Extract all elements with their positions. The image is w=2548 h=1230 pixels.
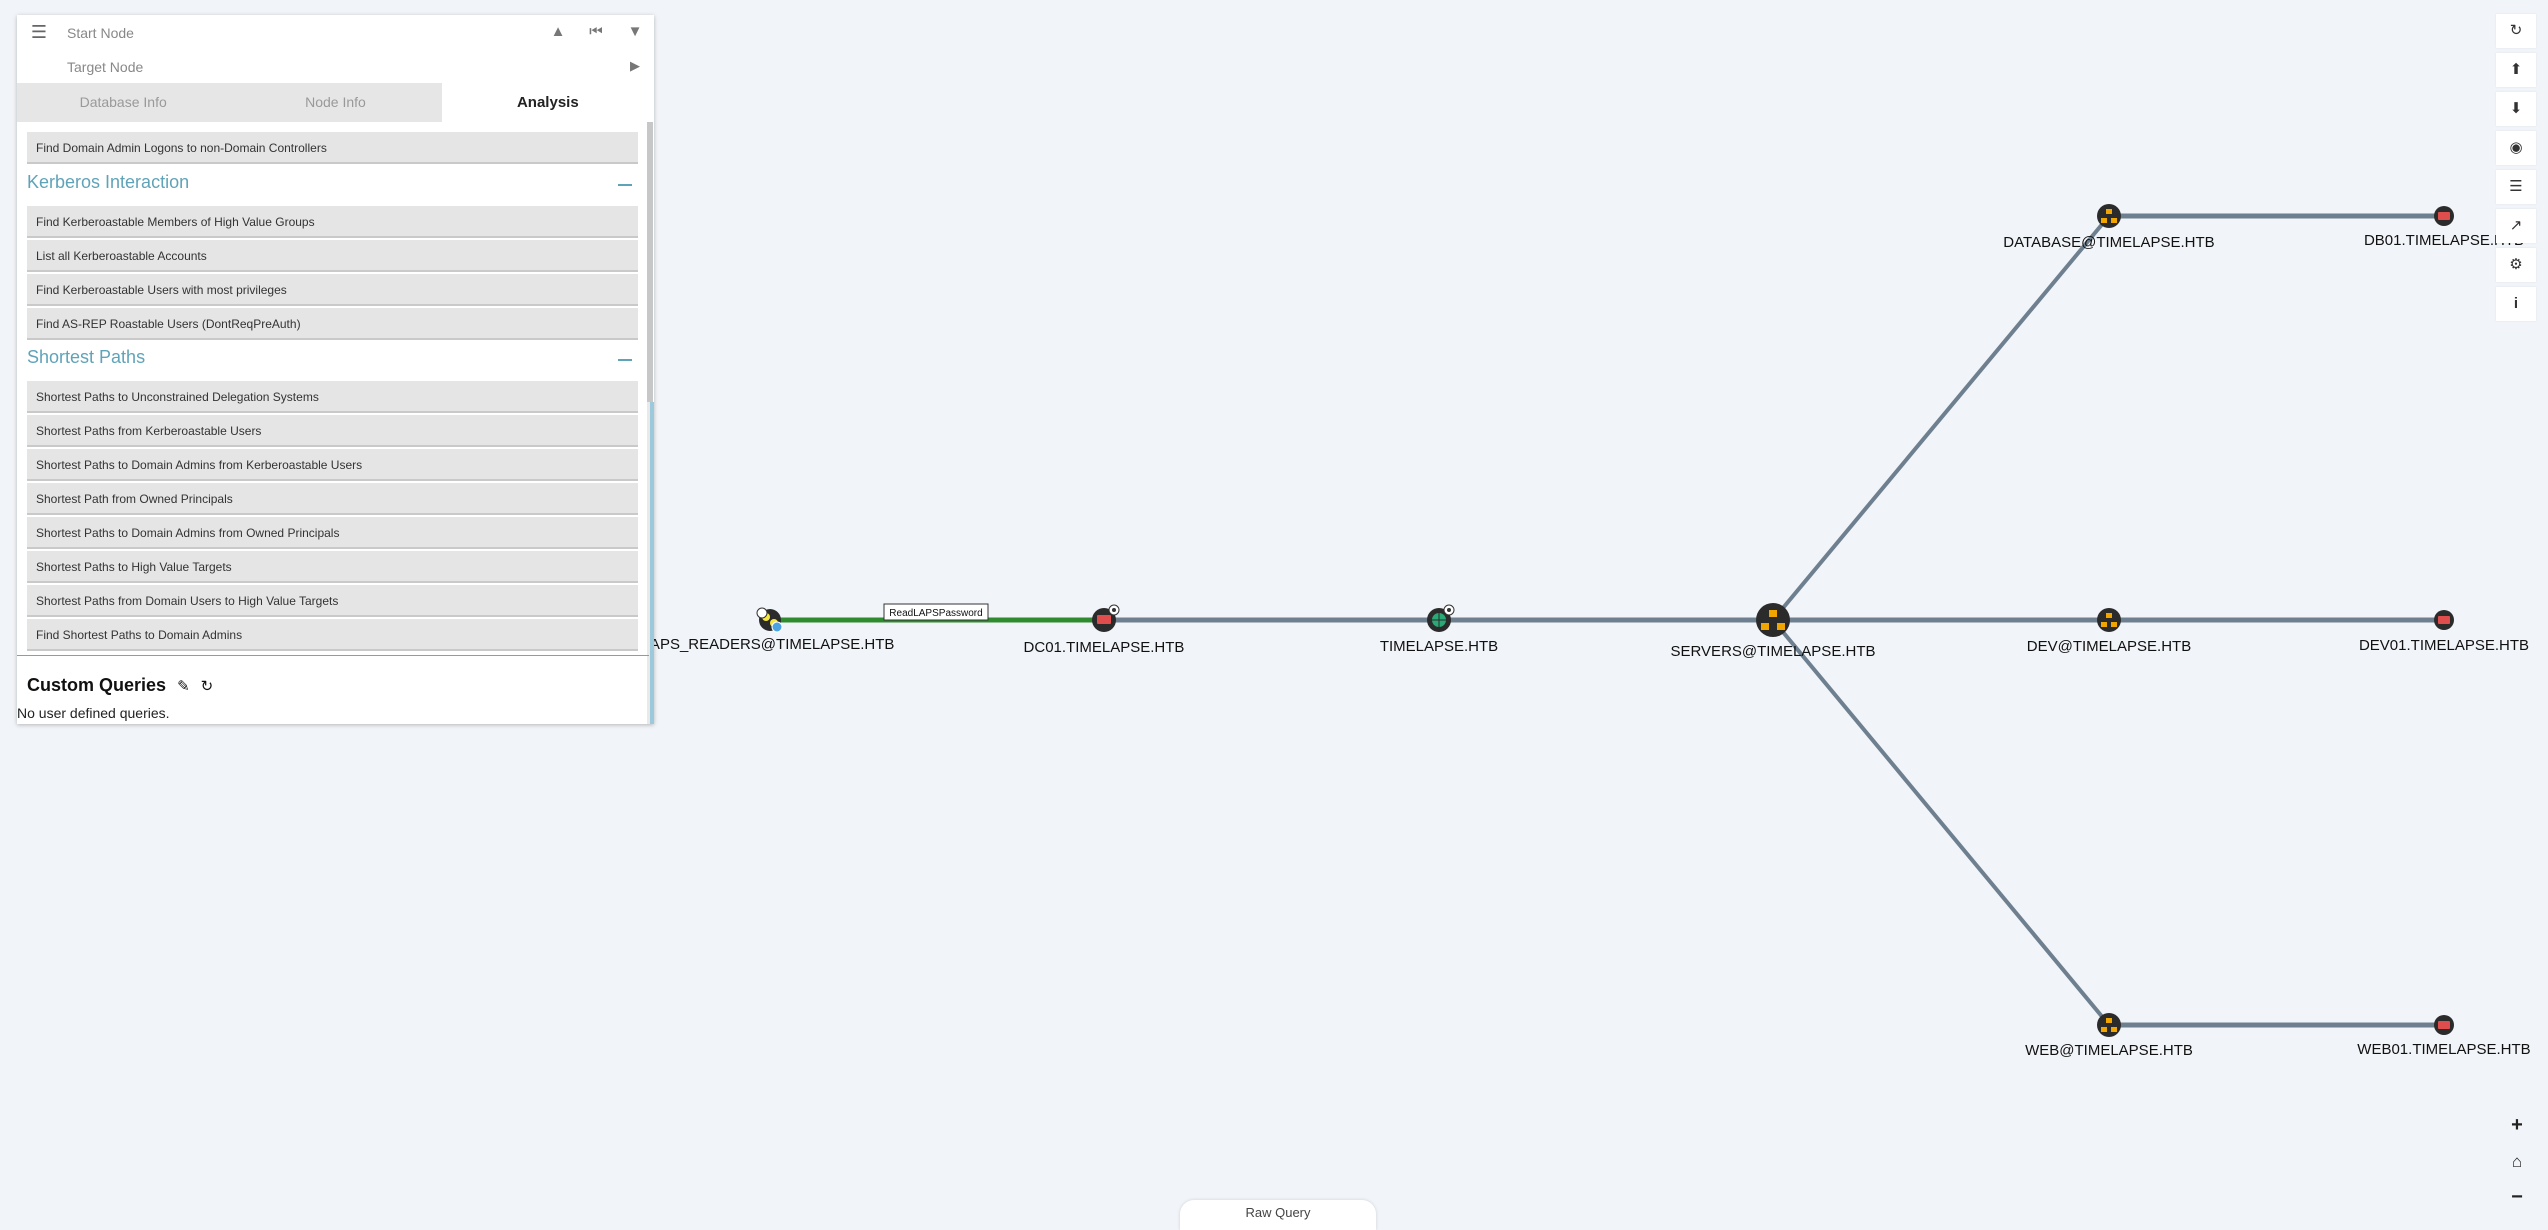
query-item[interactable]: Shortest Paths to Unconstrained Delegati… — [27, 381, 638, 413]
query-item[interactable]: Find Kerberoastable Users with most priv… — [27, 274, 638, 306]
filter-icon[interactable]: ▼ — [627, 23, 643, 40]
collapse-icon[interactable] — [618, 184, 632, 186]
query-item[interactable]: Shortest Paths from Domain Users to High… — [27, 585, 638, 617]
node-label: DEV01.TIMELAPSE.HTB — [2359, 637, 2529, 654]
node-label: WEB@TIMELAPSE.HTB — [2025, 1042, 2193, 1059]
pencil-icon[interactable]: ✎ — [177, 678, 190, 695]
scrollbar-accent — [650, 402, 654, 724]
target-node-input[interactable] — [65, 53, 539, 81]
node-label: DC01.TIMELAPSE.HTB — [1024, 639, 1185, 656]
query-item[interactable]: Shortest Paths from Kerberoastable Users — [27, 415, 638, 447]
search-panel: ☰ ▲ ⏮ ▼ ▶ Database Info Node Info Analys… — [17, 15, 654, 724]
query-item[interactable]: Find Domain Admin Logons to non-Domain C… — [27, 132, 638, 164]
tab-analysis[interactable]: Analysis — [441, 83, 654, 122]
start-node-input[interactable] — [65, 19, 539, 47]
scrollbar-thumb[interactable] — [647, 122, 653, 402]
node-label: WEB01.TIMELAPSE.HTB — [2357, 1041, 2530, 1058]
query-item[interactable]: Shortest Paths to Domain Admins from Own… — [27, 517, 638, 549]
chart-icon[interactable]: ↗ — [2496, 209, 2536, 243]
query-item[interactable]: Find AS-REP Roastable Users (DontReqPreA… — [27, 308, 638, 340]
edge-label-text: ReadLAPSPassword — [889, 608, 982, 619]
custom-queries-label: Custom Queries — [27, 675, 167, 695]
download-icon[interactable]: ⬇ — [2496, 92, 2536, 126]
edge-servers-web[interactable] — [1771, 618, 2111, 1027]
node-web-ou[interactable]: WEB@TIMELAPSE.HTB — [2025, 1013, 2193, 1059]
node-timelapse-domain[interactable]: TIMELAPSE.HTB — [1380, 604, 1498, 655]
custom-queries-empty: No user defined queries. — [17, 705, 170, 721]
node-dc01[interactable]: DC01.TIMELAPSE.HTB — [1024, 604, 1185, 656]
analysis-list[interactable]: Find Domain Admin Logons to non-Domain C… — [17, 122, 654, 662]
list-icon[interactable]: ☰ — [2496, 170, 2536, 204]
query-item[interactable]: Find Shortest Paths to Domain Admins — [27, 619, 638, 651]
query-item[interactable]: Shortest Paths to Domain Admins from Ker… — [27, 449, 638, 481]
settings-icon[interactable]: ⚙ — [2496, 248, 2536, 282]
zoom-out-icon[interactable]: − — [2511, 1186, 2523, 1208]
section-title-kerberos[interactable]: Kerberos Interaction — [27, 172, 190, 192]
info-icon[interactable]: i — [2496, 287, 2536, 321]
tab-node-info[interactable]: Node Info — [229, 83, 442, 122]
node-dev01[interactable]: DEV01.TIMELAPSE.HTB — [2359, 610, 2529, 654]
query-item[interactable]: Find Kerberoastable Members of High Valu… — [27, 206, 638, 238]
hamburger-icon[interactable]: ☰ — [30, 22, 48, 42]
road-icon[interactable]: ▲ — [550, 23, 566, 40]
query-item[interactable]: Shortest Path from Owned Principals — [27, 483, 638, 515]
query-item[interactable]: Shortest Paths to High Value Targets — [27, 551, 638, 583]
node-laps-readers[interactable]: LAPS_READERS@TIMELAPSE.HTB — [642, 607, 895, 653]
graph-edges — [772, 213, 2444, 1028]
node-label: SERVERS@TIMELAPSE.HTB — [1670, 643, 1875, 660]
tab-bar: Database Info Node Info Analysis — [17, 83, 654, 122]
target-node-row: ▶ — [17, 49, 654, 83]
section-title-shortest-paths[interactable]: Shortest Paths — [27, 347, 146, 367]
node-label: TIMELAPSE.HTB — [1380, 638, 1498, 655]
play-icon[interactable]: ▶ — [630, 58, 640, 73]
target-icon[interactable]: ◉ — [2496, 131, 2536, 165]
custom-queries-title: Custom Queries ✎ ↻ — [27, 675, 213, 696]
raw-query-toggle[interactable]: Raw Query — [1180, 1200, 1376, 1230]
node-dev-ou[interactable]: DEV@TIMELAPSE.HTB — [2027, 608, 2191, 655]
edge-label-readlapspassword[interactable]: ReadLAPSPassword — [883, 603, 989, 621]
step-backward-icon[interactable]: ⏮ — [589, 23, 603, 40]
divider — [17, 655, 649, 656]
query-item[interactable]: List all Kerberoastable Accounts — [27, 240, 638, 272]
upload-icon[interactable]: ⬆ — [2496, 53, 2536, 87]
node-label: DEV@TIMELAPSE.HTB — [2027, 638, 2191, 655]
start-node-row: ☰ ▲ ⏮ ▼ — [17, 15, 654, 49]
node-db01[interactable]: DB01.TIMELAPSE.HTB — [2364, 206, 2524, 249]
tab-database-info[interactable]: Database Info — [17, 83, 230, 122]
edge-servers-database[interactable] — [1771, 214, 2111, 622]
collapse-icon[interactable] — [618, 359, 632, 361]
zoom-in-icon[interactable]: + — [2511, 1114, 2523, 1136]
node-web01[interactable]: WEB01.TIMELAPSE.HTB — [2357, 1015, 2531, 1058]
refresh-icon[interactable]: ↻ — [2496, 14, 2536, 48]
node-label: DB01.TIMELAPSE.HTB — [2364, 232, 2524, 249]
refresh-icon[interactable]: ↻ — [200, 678, 214, 695]
node-label: DATABASE@TIMELAPSE.HTB — [2003, 234, 2214, 251]
node-servers-ou[interactable]: SERVERS@TIMELAPSE.HTB — [1670, 603, 1876, 660]
home-icon[interactable]: ⌂ — [2511, 1152, 2523, 1171]
node-label: LAPS_READERS@TIMELAPSE.HTB — [642, 636, 895, 653]
node-database-ou[interactable]: DATABASE@TIMELAPSE.HTB — [2003, 204, 2215, 251]
